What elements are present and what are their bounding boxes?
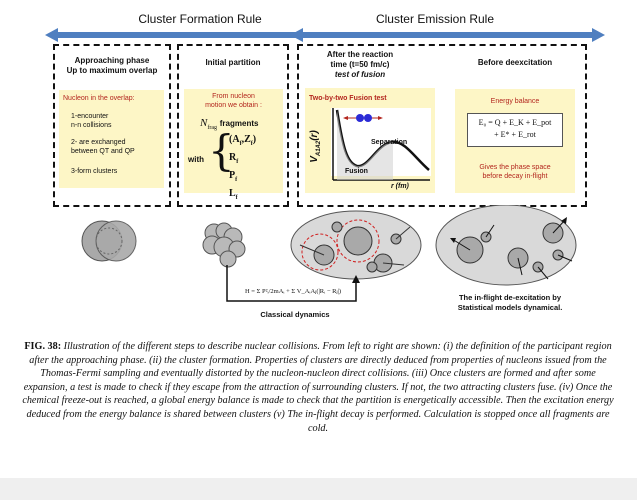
- panel3-xlabel: r (fm): [391, 183, 409, 190]
- emission-rule-label: Cluster Emission Rule: [375, 12, 495, 26]
- panel-approaching-phase: [53, 44, 171, 207]
- energy-equation: E₀ = Q + E_K + E_pot + E* + E_rot: [467, 113, 563, 147]
- emission-rule-arrow: [290, 28, 605, 42]
- cluster-illustrations: [81, 205, 577, 302]
- formation-rule-label: Cluster Formation Rule: [138, 12, 262, 26]
- panel-emission: [297, 44, 587, 207]
- panel3-ylabel: VA1A2(r): [308, 130, 322, 163]
- formation-rule-arrow: [45, 28, 300, 42]
- panel2-brace: {: [208, 126, 235, 175]
- panel4-energy-box: Energy balance E₀ = Q + E_K + E_pot + E*…: [455, 89, 575, 193]
- fusion-region: [337, 110, 393, 180]
- panel1-box-title: Nucleon in the overlap:: [63, 95, 135, 102]
- panel3-title: After the reaction time (t=50 fm/c) test…: [326, 50, 394, 79]
- panel-initial-partition: [177, 44, 289, 207]
- hamiltonian-equation: H = Σ P²ᵢ/2mAᵢ + Σ V_AᵢAⱼ(|Rᵢ − Rⱼ|): [244, 288, 342, 295]
- panel1-title: Approaching phase Up to maximum overlap: [66, 56, 158, 75]
- inflight-region: [435, 205, 577, 286]
- fusion-label: Fusion: [345, 168, 368, 175]
- panel3-fusion-box: Two-by-two Fusion test VA1A2(r) Separati…: [305, 88, 435, 193]
- overlap-nucleus-right: [95, 220, 137, 262]
- classical-dynamics-bracket: [226, 265, 357, 302]
- panel4-box-title: Energy balance: [490, 98, 540, 105]
- figure-caption: FIG. 38: Illustration of the different s…: [22, 340, 614, 435]
- inflight-clusters: [450, 217, 573, 280]
- panel2-vectors: (Af,Zf) Rf Pf Lf: [229, 134, 257, 201]
- panel4-title: Before deexcitation: [477, 58, 553, 67]
- partition-clusters: [202, 222, 246, 268]
- nucleus-a: [356, 114, 364, 122]
- caption-text: Illustration of the different steps to d…: [22, 341, 614, 434]
- figure-label: FIG. 38:: [24, 341, 62, 352]
- overlap-region: [95, 227, 123, 255]
- classical-dynamics-label: Classical dynamics: [260, 310, 330, 319]
- panel2-nfrag: Nfrag fragments: [200, 117, 259, 132]
- panel3-box-title: Two-by-two Fusion test: [309, 95, 387, 102]
- panel1-item3: 3-form clusters: [71, 168, 118, 175]
- separation-label: Separation: [371, 139, 408, 146]
- fusion-clusters: [299, 219, 411, 273]
- potential-curve: [332, 108, 430, 181]
- footer-band: [0, 478, 637, 500]
- panel2-title: Initial partition: [205, 58, 261, 67]
- panel2-with: with: [188, 155, 204, 164]
- nucleus-b: [364, 114, 372, 122]
- inflight-deexcitation-label: The in-flight de-excitation by Statistic…: [457, 293, 563, 312]
- rule-arrows: [45, 28, 605, 42]
